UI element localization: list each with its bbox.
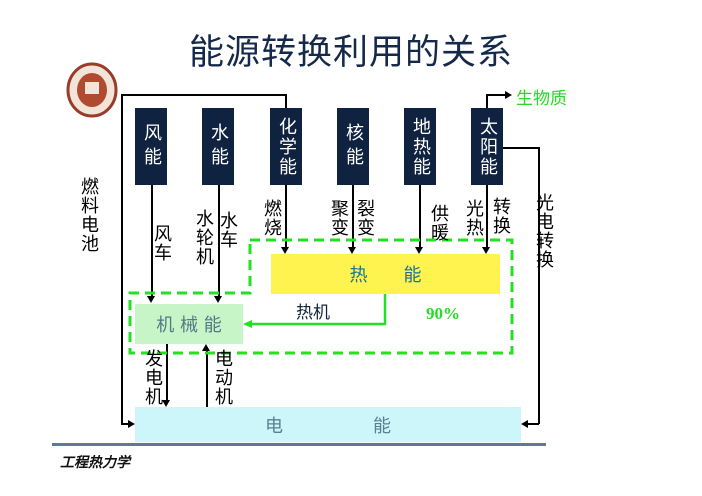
source-geothermal: 地热能 [404,108,436,185]
mechanical-energy-box: 机 械 能 [135,304,243,344]
motor-label: 电动机 [215,349,233,408]
source-hydro: 水能 [202,108,234,185]
fusion-label: 聚变 [331,199,349,239]
photothermal-label: 光热 [466,199,484,239]
waterwheel-label: 水车 [220,211,238,251]
biomass-label: 生物质 [516,89,567,109]
fission-label: 裂变 [357,199,375,239]
footer-divider [52,443,546,446]
efficiency-label: 90% [426,304,460,323]
electric-energy-box: 电 能 [135,407,521,442]
heat-energy-box: 热 能 [271,254,500,294]
source-wind: 风能 [135,108,167,185]
source-nuclear: 核能 [337,108,369,185]
source-solar: 太阳能 [471,108,503,185]
generator-label: 发电机 [145,349,163,408]
heat-engine-label: 热机 [296,303,330,323]
photovoltaic-label: 光电转换 [536,193,554,271]
source-chemical: 化学能 [270,108,302,185]
conversion-label: 转换 [493,197,511,237]
fuel-cell-label: 燃料电池 [81,177,99,255]
turbine-label: 水轮机 [196,209,214,268]
combustion-label: 燃烧 [264,199,282,239]
heating-label: 供暖 [431,204,449,244]
page-title: 能源转换利用的关系 [188,33,513,73]
university-seal-logo [66,62,118,118]
footer-course-title: 工程热力学 [60,455,130,471]
windmill-label: 风车 [154,224,172,264]
